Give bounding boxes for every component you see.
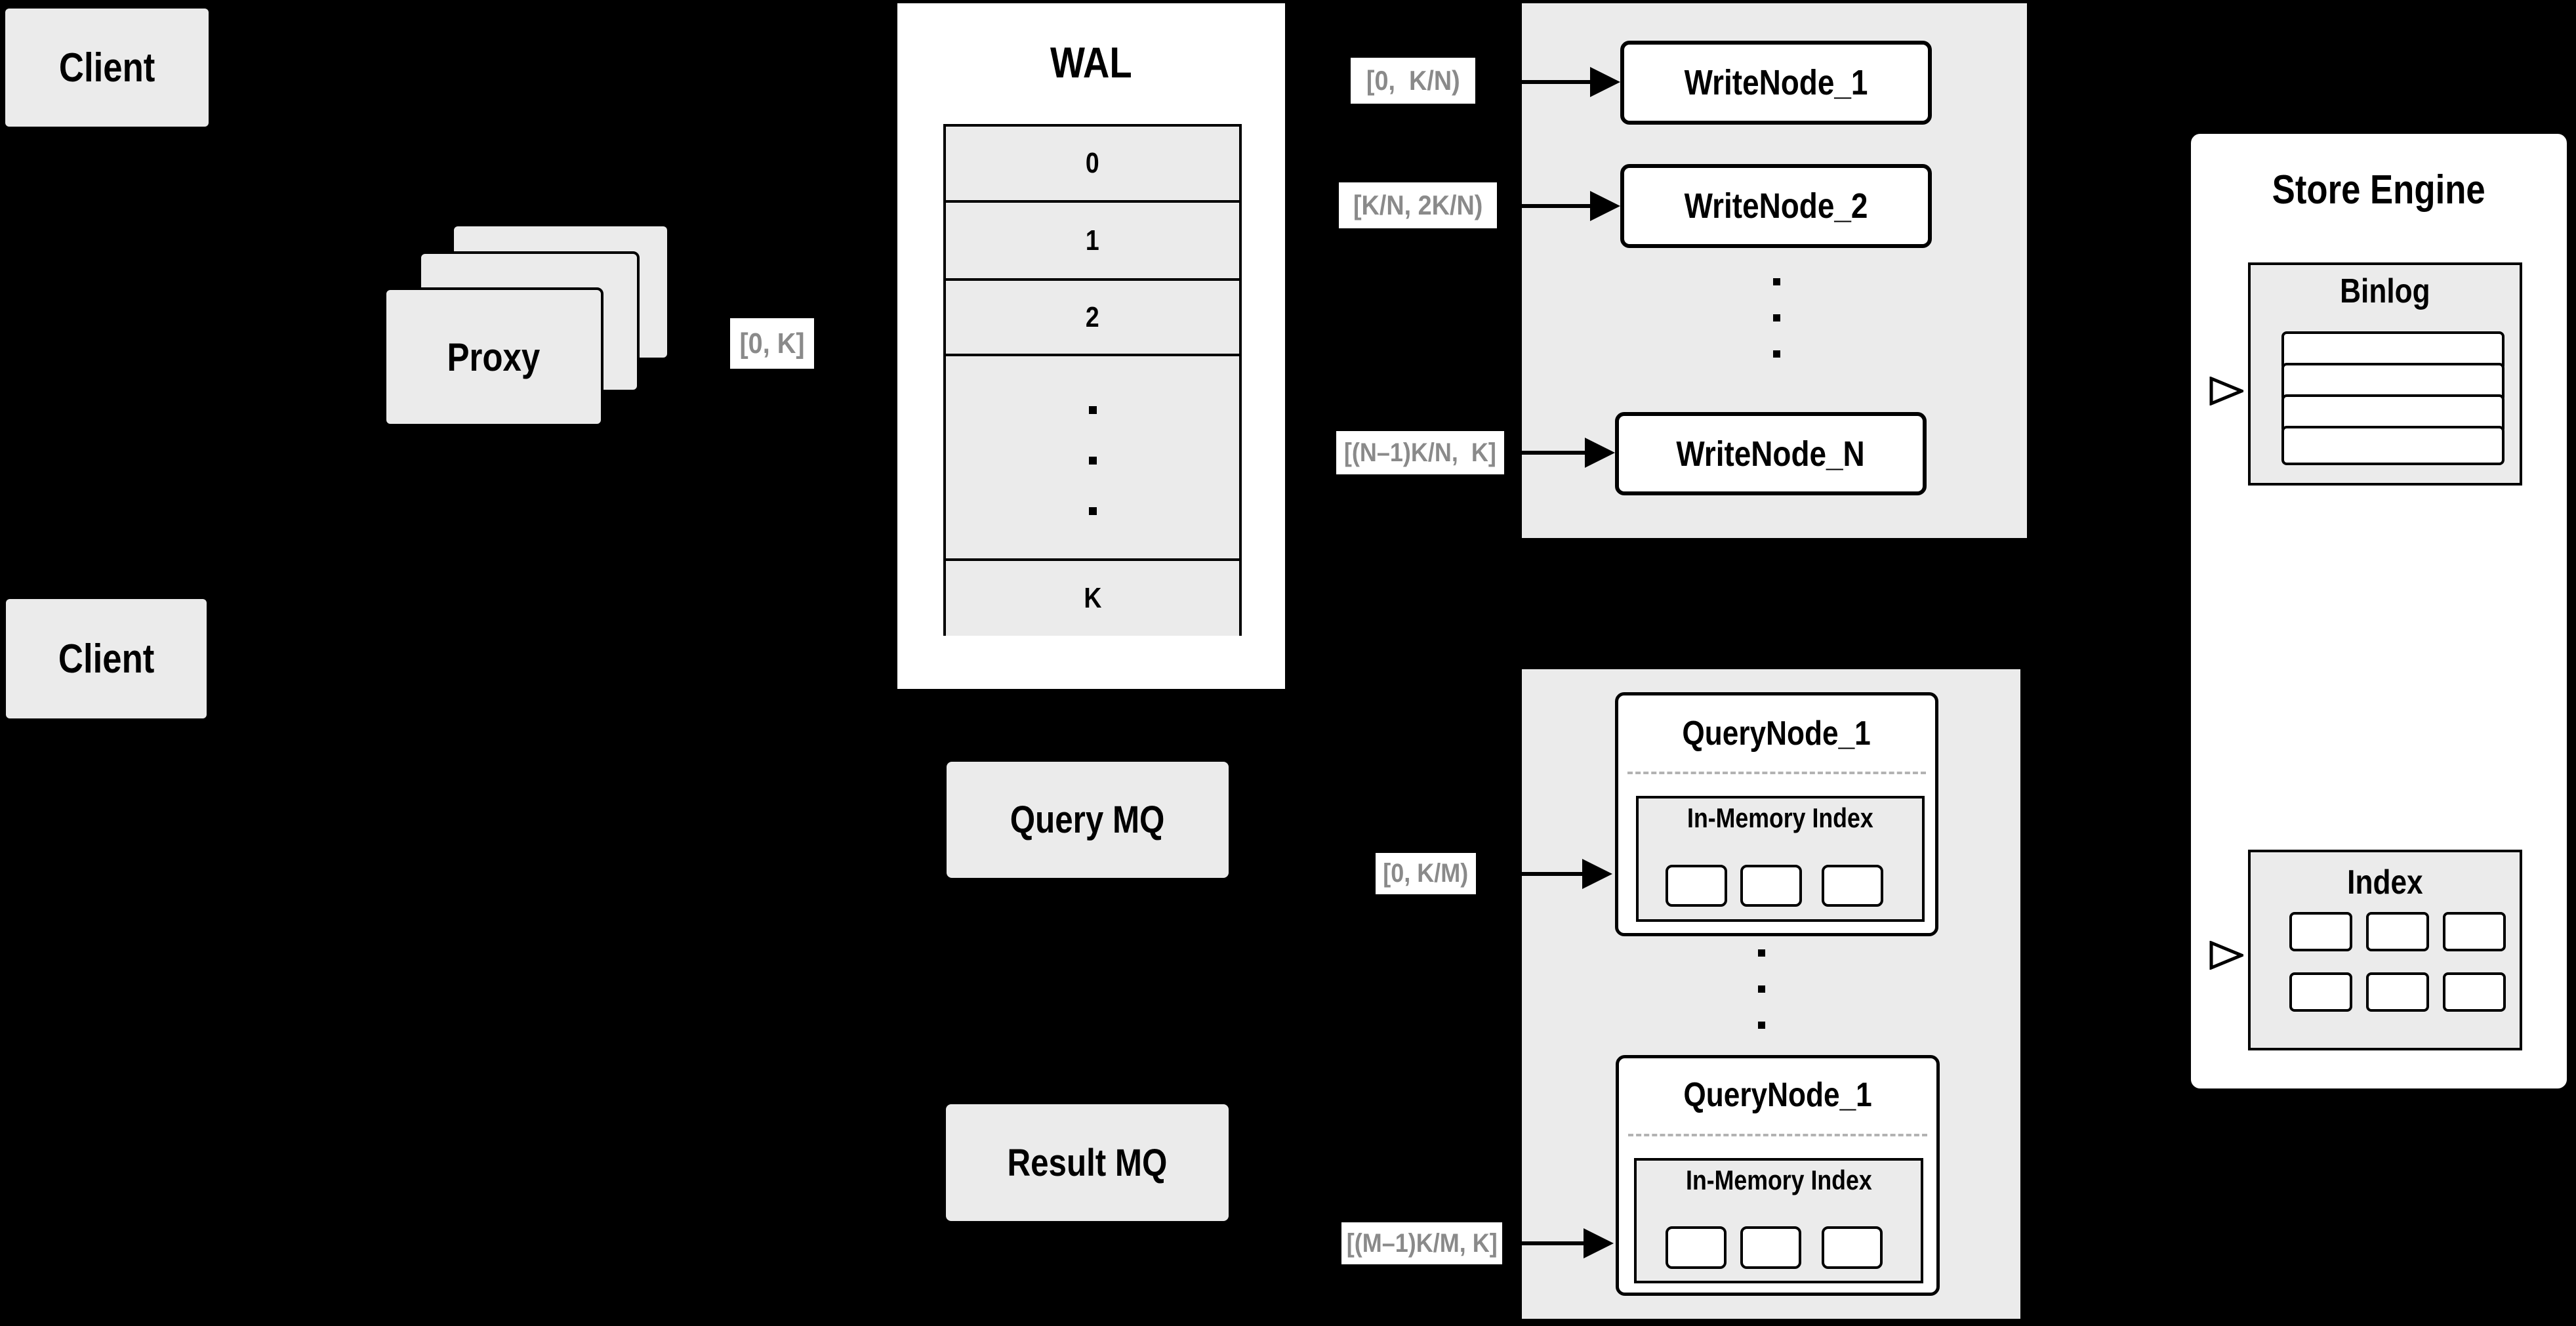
arrow-head-icon bbox=[1590, 191, 1620, 221]
wal-row-ellipsis bbox=[946, 354, 1239, 558]
arrow-head-icon bbox=[1590, 67, 1620, 97]
arrow-line-to-querynode-bottom bbox=[1502, 1241, 1586, 1245]
range-label-write-1: [0, K/N) bbox=[1351, 58, 1475, 104]
result-mq-box: Result MQ bbox=[946, 1104, 1229, 1221]
index-segment bbox=[1740, 865, 1802, 907]
index-cell bbox=[2289, 972, 2352, 1012]
in-memory-index-box: In-Memory Index bbox=[1636, 796, 1925, 922]
store-engine-title: Store Engine bbox=[2272, 167, 2486, 213]
client-box-bottom: Client bbox=[6, 599, 207, 718]
index-segment bbox=[1666, 865, 1727, 907]
client-label: Client bbox=[58, 636, 155, 682]
index-segment bbox=[1740, 1226, 1801, 1269]
store-engine-container: Store Engine Binlog Index bbox=[2188, 131, 2569, 1091]
wal-container: WAL 0 1 2 K bbox=[897, 3, 1285, 689]
index-cell bbox=[2443, 972, 2506, 1012]
vertical-ellipsis-icon bbox=[1758, 949, 1765, 1029]
index-segment bbox=[1822, 1226, 1883, 1269]
index-cell bbox=[2289, 912, 2352, 951]
index-segment bbox=[1822, 865, 1883, 907]
index-title: Index bbox=[2347, 863, 2423, 901]
wal-row: K bbox=[946, 558, 1239, 636]
client-label: Client bbox=[58, 45, 155, 91]
wal-title: WAL bbox=[1050, 38, 1132, 87]
binlog-row bbox=[2281, 426, 2504, 465]
index-segment bbox=[1666, 1226, 1727, 1269]
range-label-write-2: [K/N, 2K/N) bbox=[1339, 182, 1497, 228]
dashed-divider bbox=[1627, 772, 1926, 774]
proxy-card-front: Proxy bbox=[384, 287, 603, 426]
wal-row: 2 bbox=[946, 278, 1239, 354]
arrow-head-icon bbox=[1585, 438, 1615, 468]
binlog-title: Binlog bbox=[2340, 272, 2430, 310]
hollow-arrow-icon bbox=[2209, 940, 2246, 973]
vertical-ellipsis-icon bbox=[1773, 278, 1780, 358]
hollow-arrow-icon bbox=[2209, 376, 2246, 409]
in-memory-index-box: In-Memory Index bbox=[1634, 1158, 1923, 1283]
index-cell bbox=[2366, 972, 2429, 1012]
in-memory-index-title: In-Memory Index bbox=[1687, 802, 1873, 833]
vertical-ellipsis-icon bbox=[1088, 457, 1097, 465]
dashed-divider bbox=[1628, 1134, 1927, 1136]
arrow-head-icon bbox=[1584, 1228, 1614, 1258]
wal-row: 0 bbox=[946, 127, 1239, 200]
querynode-title: QueryNode_1 bbox=[1683, 1076, 1872, 1114]
range-label-query-m: [(M–1)K/M, K] bbox=[1341, 1222, 1502, 1264]
index-cell bbox=[2366, 912, 2429, 951]
in-memory-index-title: In-Memory Index bbox=[1685, 1165, 1872, 1195]
range-label-proxy-out: [0, K] bbox=[730, 318, 814, 369]
index-cell bbox=[2443, 912, 2506, 951]
query-mq-box: Query MQ bbox=[947, 762, 1229, 878]
writenode-2-box: WriteNode_2 bbox=[1620, 164, 1932, 248]
querynode-top-box: QueryNode_1 In-Memory Index bbox=[1615, 692, 1938, 936]
querynode-title: QueryNode_1 bbox=[1682, 715, 1871, 753]
wal-segment-table: 0 1 2 K bbox=[943, 124, 1242, 636]
vertical-ellipsis-icon bbox=[1088, 406, 1097, 414]
writenode-n-box: WriteNode_N bbox=[1615, 412, 1927, 495]
querynode-bottom-box: QueryNode_1 In-Memory Index bbox=[1616, 1055, 1940, 1296]
range-label-query-1: [0, K/M) bbox=[1376, 853, 1476, 894]
index-box: Index bbox=[2248, 850, 2522, 1050]
vertical-ellipsis-icon bbox=[1088, 507, 1097, 515]
binlog-box: Binlog bbox=[2248, 262, 2522, 486]
writenode-1-box: WriteNode_1 bbox=[1620, 41, 1932, 125]
arrow-head-icon bbox=[1582, 859, 1612, 889]
proxy-label: Proxy bbox=[447, 335, 541, 379]
range-label-write-n: [(N–1)K/N, K] bbox=[1336, 431, 1504, 474]
client-box-top: Client bbox=[5, 9, 209, 127]
arrow-line-to-querynode-top bbox=[1476, 872, 1585, 876]
wal-row: 1 bbox=[946, 200, 1239, 278]
